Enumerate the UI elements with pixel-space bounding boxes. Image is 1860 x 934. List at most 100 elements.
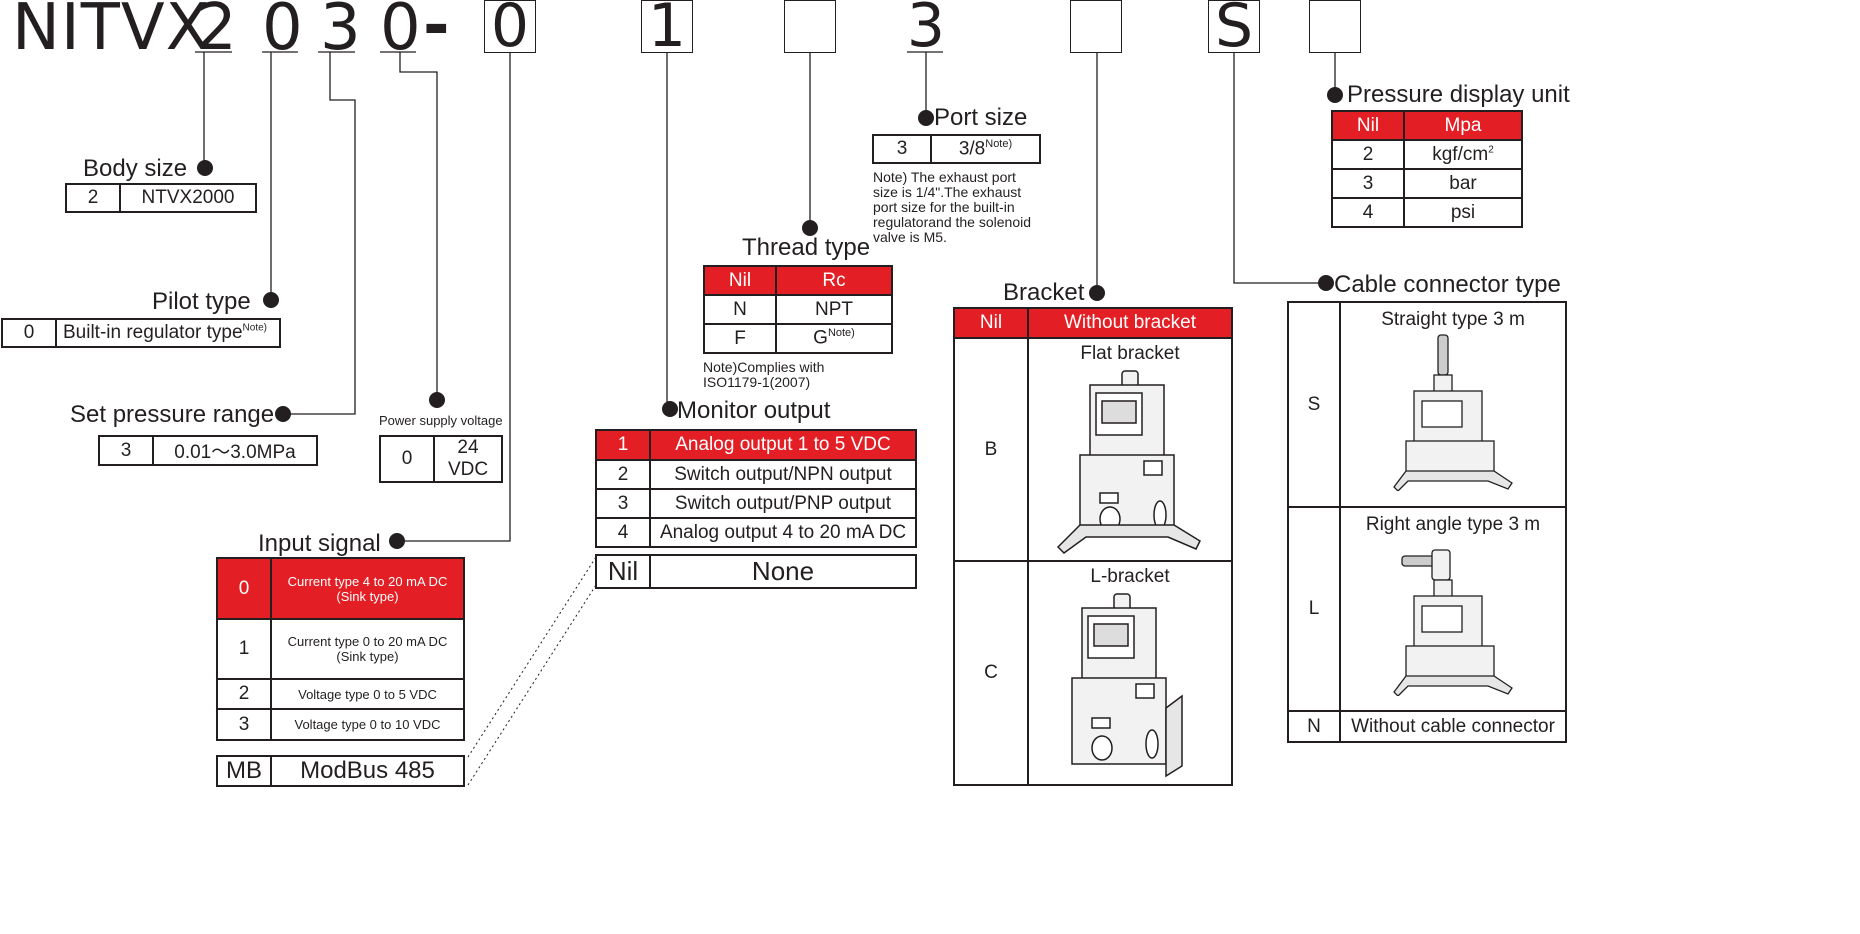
port-size-cell: 3/8Note): [930, 134, 1041, 164]
bracket-cell-c: L-bracket: [1027, 560, 1233, 786]
thread-type-note: Note)Complies with ISO1179-1(2007): [703, 359, 825, 390]
monitor-output-code-0: 1: [595, 429, 651, 461]
bracket-label-c: L-bracket: [1090, 566, 1170, 587]
input-signal-code-3: 3: [216, 708, 272, 741]
thread-type-note-mark: Note): [827, 327, 855, 340]
cable-connector-dot: [1318, 275, 1334, 291]
model-box-cable-connector: [1208, 0, 1260, 53]
model-box-bracket: [1070, 0, 1122, 53]
thread-type-header-code: Nil: [703, 265, 777, 296]
model-box-thread-type: [784, 0, 836, 53]
pressure-unit-code-2: 4: [1331, 197, 1405, 228]
input-signal-label-3: Voltage type 0 to 10 VDC: [270, 708, 465, 741]
bracket-title: Bracket: [1003, 279, 1085, 306]
pilot-type-dot: [263, 292, 279, 308]
cable-connector-code-s: S: [1287, 301, 1341, 508]
port-size-dot: [918, 110, 934, 126]
bracket-code-c: C: [953, 560, 1029, 786]
model-box-monitor-output: [641, 0, 693, 53]
bracket-cell-b: Flat bracket: [1027, 337, 1233, 562]
l-bracket-valve-image: [1071, 593, 1183, 778]
input-signal-code-2: 2: [216, 678, 272, 710]
monitor-output-code-3: 4: [595, 517, 651, 548]
thread-type-dot: [802, 220, 818, 236]
input-signal-dot: [389, 533, 405, 549]
power-supply-table: 0 24 VDC: [379, 435, 503, 483]
power-supply-title: Power supply voltage: [379, 413, 503, 428]
monitor-output-extra-label: None: [649, 554, 917, 589]
cable-connector-code-l: L: [1287, 506, 1341, 712]
pilot-type-cell: Built-in regulator typeNote): [55, 318, 281, 348]
model-digit-set-pressure: 3: [320, 0, 362, 65]
monitor-output-label-3: Analog output 4 to 20 mA DC: [649, 517, 917, 548]
pilot-type-code: 0: [1, 318, 57, 348]
model-box-input-signal: [484, 0, 536, 53]
cable-connector-label-l: Right angle type 3 m: [1365, 514, 1541, 535]
power-supply-label: 24 VDC: [433, 435, 503, 483]
set-pressure-dot: [275, 406, 291, 422]
pilot-type-table: 0 Built-in regulator typeNote): [1, 318, 281, 348]
port-size-note-mark: Note): [985, 137, 1013, 150]
model-box-input-signal-value: 0: [490, 0, 530, 61]
model-prefix: NITVX: [12, 0, 211, 65]
input-signal-code-1: 1: [216, 618, 272, 680]
power-supply-code: 0: [379, 435, 435, 483]
cable-connector-title: Cable connector type: [1334, 271, 1561, 298]
cable-connector-table: S Straight type 3 m L Right angle type 3…: [1287, 301, 1567, 743]
thread-type-label-0: NPT: [775, 294, 893, 325]
port-size-note: Note) The exhaust port size is 1/4".The …: [873, 169, 1032, 245]
port-size-table: 3 3/8Note): [872, 134, 1041, 164]
input-signal-code-0: 0: [216, 557, 272, 620]
pilot-type-label: Built-in regulator type: [63, 322, 243, 343]
thread-type-cell-1: GNote): [775, 323, 893, 354]
pressure-unit-header-code: Nil: [1331, 110, 1405, 141]
thread-type-header-label: Rc: [775, 265, 893, 296]
body-size-dot: [197, 160, 213, 176]
body-size-table: 2 NTVX2000: [65, 183, 257, 213]
input-signal-label-2: Voltage type 0 to 5 VDC: [270, 678, 465, 710]
set-pressure-title: Set pressure range: [70, 401, 275, 428]
thread-type-code-1: F: [703, 323, 777, 354]
pressure-unit-sup-0: 2: [1488, 144, 1494, 156]
pressure-unit-code-0: 2: [1331, 139, 1405, 170]
body-size-title: Body size: [83, 155, 188, 182]
bracket-code-b: B: [953, 337, 1029, 562]
monitor-output-label-2: Switch output/PNP output: [649, 488, 917, 519]
input-signal-extra-label: ModBus 485: [270, 755, 465, 787]
flat-bracket-valve-image: [1056, 370, 1201, 554]
model-box-cable-connector-value: S: [1214, 0, 1254, 61]
pressure-unit-label-1: bar: [1403, 168, 1523, 199]
input-signal-extra-table: MB ModBus 485: [216, 755, 465, 787]
monitor-output-code-2: 3: [595, 488, 651, 519]
pressure-unit-cell-0: kgf/cm2: [1403, 139, 1523, 170]
model-dash: -: [423, 0, 451, 63]
power-supply-dot: [429, 392, 445, 408]
bracket-header-code: Nil: [953, 307, 1029, 339]
cable-connector-label-n: Without cable connector: [1339, 710, 1567, 743]
pressure-unit-title: Pressure display unit: [1347, 81, 1570, 108]
pressure-unit-code-1: 3: [1331, 168, 1405, 199]
cable-connector-label-s: Straight type 3 m: [1381, 309, 1525, 330]
cable-connector-code-n: N: [1287, 710, 1341, 743]
body-size-label: NTVX2000: [119, 183, 257, 213]
pilot-type-title: Pilot type: [152, 288, 251, 315]
monitor-output-label-0: Analog output 1 to 5 VDC: [649, 429, 917, 461]
thread-type-title: Thread type: [742, 234, 871, 261]
monitor-output-label-1: Switch output/NPN output: [649, 459, 917, 490]
cable-connector-cell-s: Straight type 3 m: [1339, 301, 1567, 508]
cable-connector-cell-l: Right angle type 3 m: [1339, 506, 1567, 712]
bracket-header-label: Without bracket: [1027, 307, 1233, 339]
pilot-type-note: Note): [242, 322, 267, 334]
straight-connector-valve-image: [1393, 334, 1513, 491]
port-size-title: Port size: [934, 104, 1028, 131]
set-pressure-code: 3: [98, 435, 154, 466]
thread-type-code-0: N: [703, 294, 777, 325]
model-box-port-size-value: 3: [906, 0, 946, 61]
input-signal-label-1: Current type 0 to 20 mA DC(Sink type): [270, 618, 465, 680]
set-pressure-table: 3 0.01～3.0MPa: [98, 435, 318, 466]
monitor-output-extra-code: Nil: [595, 554, 651, 589]
monitor-output-extra-table: Nil None: [595, 554, 917, 589]
